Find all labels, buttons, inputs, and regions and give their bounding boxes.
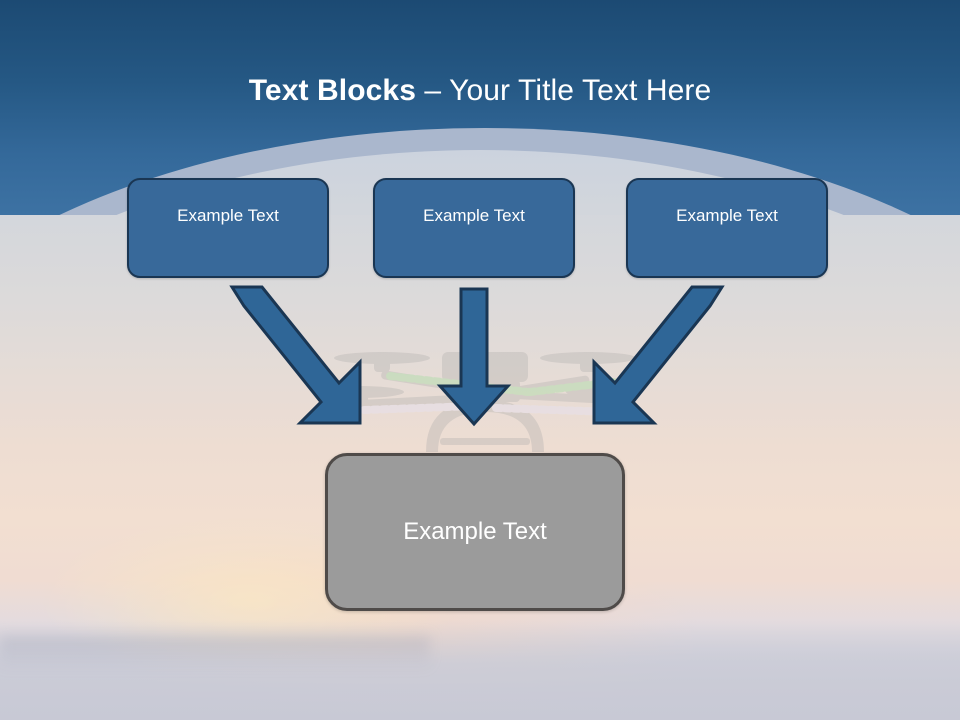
- page-title-rest: – Your Title Text Here: [416, 74, 712, 108]
- text-block-2[interactable]: Example Text: [373, 178, 575, 278]
- page-title-strong: Text Blocks: [248, 74, 416, 108]
- result-text-block[interactable]: Example Text: [325, 453, 625, 611]
- text-block-2-label: Example Text: [423, 206, 525, 225]
- text-block-3[interactable]: Example Text: [626, 178, 828, 278]
- text-block-1[interactable]: Example Text: [127, 178, 329, 278]
- result-text-block-label: Example Text: [403, 518, 547, 545]
- page-title: Text Blocks – Your Title Text Here: [0, 72, 960, 110]
- background-city-silhouette: [0, 636, 430, 676]
- text-block-3-label: Example Text: [676, 206, 778, 225]
- background-haze: [0, 620, 960, 720]
- text-block-1-label: Example Text: [177, 206, 279, 225]
- drone-watermark-icon: [330, 352, 640, 461]
